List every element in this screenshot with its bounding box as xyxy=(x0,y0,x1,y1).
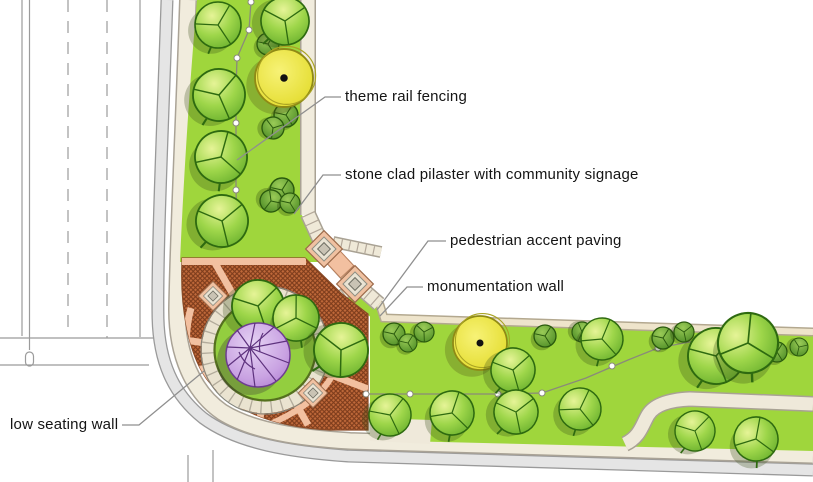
perimeter-sidewalk xyxy=(167,0,813,464)
tree-planting xyxy=(178,0,793,476)
callout-theme-rail-fencing: theme rail fencing xyxy=(345,88,467,105)
callout-low-seating-wall: low seating wall xyxy=(10,416,119,433)
street-bottom xyxy=(187,450,214,482)
street-curb xyxy=(151,0,813,477)
callout-leaders xyxy=(122,96,446,426)
leader-monumentation-wall xyxy=(379,286,423,317)
curving-walk xyxy=(621,390,813,452)
callout-monumentation-wall: monumentation wall xyxy=(427,278,565,295)
stone-clad-pilasters xyxy=(197,230,374,409)
lane-line-end-cap xyxy=(24,351,35,367)
callout-stone-clad-pilaster: stone clad pilaster with community signa… xyxy=(345,166,639,183)
street-left xyxy=(0,0,157,367)
ornamental-purple-tree xyxy=(217,322,291,395)
leader-stone-clad-pilaster xyxy=(293,174,341,215)
leader-pedestrian-accent-paving xyxy=(376,240,446,311)
leader-theme-rail-fencing xyxy=(236,96,341,161)
leader-low-seating-wall xyxy=(122,370,205,426)
callout-pedestrian-accent-paving: pedestrian accent paving xyxy=(450,232,622,249)
